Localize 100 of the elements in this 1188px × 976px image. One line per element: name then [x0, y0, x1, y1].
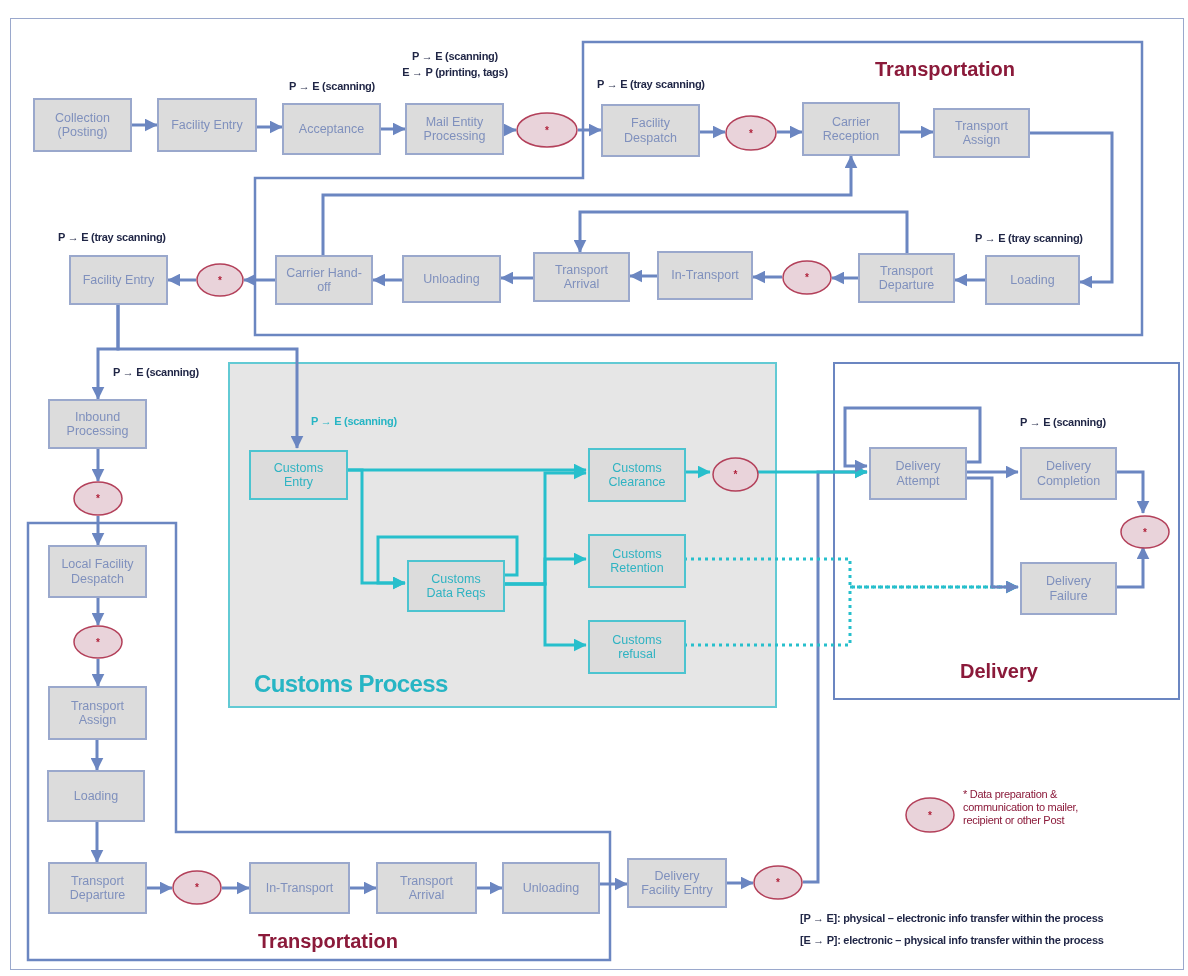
arrow	[91, 598, 105, 626]
data-exchange-ellipse: *	[782, 260, 832, 295]
process-box: Loading	[47, 770, 145, 822]
arrow	[91, 516, 105, 546]
annotation-label: E → P (printing, tags)	[401, 66, 509, 80]
arrow	[965, 465, 1019, 479]
arrow	[573, 210, 909, 253]
arrow	[503, 582, 587, 652]
process-box: In-Transport	[657, 251, 753, 300]
process-box: Delivery Completion	[1020, 447, 1117, 500]
arrow	[1030, 131, 1114, 289]
note-text: [E → P]: electronic – physical info transfer within the process	[800, 933, 1104, 948]
process-box: Delivery Attempt	[869, 447, 967, 500]
process-box: Unloading	[502, 862, 600, 914]
process-box: Facility Entry	[157, 98, 257, 152]
process-box: Loading	[985, 255, 1080, 305]
process-box: Customs Entry	[249, 450, 348, 500]
arrow	[965, 476, 1019, 594]
process-box: Collection (Posting)	[33, 98, 132, 152]
arrow	[1115, 470, 1150, 514]
process-box: Customs Data Reqs	[407, 560, 505, 612]
process-box: Transport Departure	[48, 862, 147, 914]
process-box: Transport Departure	[858, 253, 955, 303]
annotation-label: P → E (scanning)	[113, 366, 200, 380]
arrow	[954, 273, 985, 287]
arrow	[503, 123, 517, 137]
process-box: Transport Assign	[48, 686, 147, 740]
data-exchange-ellipse: *	[712, 457, 759, 492]
process-box: Transport Arrival	[376, 862, 477, 914]
annotation-label: P → E (scanning)	[1020, 416, 1107, 430]
process-box: Local Facility Despatch	[48, 545, 147, 598]
arrow	[843, 406, 982, 473]
arrow	[600, 877, 628, 891]
data-exchange-ellipse: *	[905, 797, 955, 833]
annotation-label: P → E (scanning)	[288, 80, 376, 94]
arrow	[376, 535, 519, 590]
data-exchange-ellipse: *	[753, 865, 803, 900]
data-exchange-ellipse: *	[516, 112, 578, 148]
process-box: Carrier Hand-off	[275, 255, 373, 305]
process-box: Mail Entity Processing	[405, 103, 504, 155]
data-exchange-ellipse: *	[73, 625, 123, 659]
arrow	[578, 123, 602, 137]
arrow	[831, 271, 858, 285]
arrow	[321, 155, 858, 255]
data-exchange-ellipse: *	[196, 263, 244, 297]
zone-title: Transportation	[875, 57, 1015, 82]
process-box: Customs Retention	[588, 534, 686, 588]
data-exchange-ellipse: *	[172, 870, 222, 905]
arrow	[147, 881, 173, 895]
annotation-label: P → E (scanning)	[411, 50, 499, 64]
process-box: In-Transport	[249, 862, 350, 914]
annotation-label: * Data preparation & communication to mailer, recipient or other Post	[963, 788, 1080, 828]
arrow	[477, 881, 503, 895]
arrow	[629, 269, 657, 283]
arrow	[91, 659, 105, 687]
arrow	[500, 271, 533, 285]
process-box: Delivery Facility Entry	[627, 858, 727, 908]
arrow	[167, 273, 196, 287]
process-box: Transport Arrival	[533, 252, 630, 302]
process-box: Customs refusal	[588, 620, 686, 674]
data-exchange-ellipse: *	[73, 481, 123, 516]
note-text: [P → E]: physical – electronic info transfer within the process	[800, 911, 1104, 926]
arrow	[727, 876, 754, 890]
arrow	[90, 822, 104, 863]
zone-title: Delivery	[960, 659, 1038, 684]
process-box: Unloading	[402, 255, 501, 303]
arrow	[777, 125, 803, 139]
arrow	[700, 125, 726, 139]
delivery-zone	[833, 362, 1180, 700]
arrow	[684, 465, 711, 479]
process-box: Facility Entry	[69, 255, 168, 305]
arrow	[91, 449, 105, 482]
annotation-label: P → E (scanning)	[311, 415, 398, 429]
arrow	[372, 273, 402, 287]
customs-zone	[228, 362, 777, 708]
arrow	[350, 881, 377, 895]
process-box: Facility Despatch	[601, 104, 700, 157]
arrow	[222, 881, 250, 895]
arrow	[116, 305, 304, 449]
process-box: Transport Assign	[933, 108, 1030, 158]
arrow	[900, 125, 934, 139]
process-box: Customs Clearance	[588, 448, 686, 502]
zone-title: Transportation	[258, 929, 398, 954]
zone-title: Customs Process	[254, 669, 448, 699]
process-box: Delivery Failure	[1020, 562, 1117, 615]
arrow	[752, 270, 782, 284]
arrow	[243, 273, 275, 287]
arrow	[381, 122, 406, 136]
annotation-label: P → E (tray scanning)	[58, 231, 167, 245]
process-box: Carrier Reception	[802, 102, 900, 156]
data-exchange-ellipse: *	[1120, 515, 1170, 549]
process-box: Inbound Processing	[48, 399, 147, 449]
arrow	[1115, 546, 1150, 589]
arrow	[90, 740, 104, 771]
annotation-label: P → E (tray scanning)	[975, 232, 1084, 246]
arrow	[257, 120, 283, 134]
annotation-label: P → E (tray scanning)	[597, 78, 706, 92]
process-box: Acceptance	[282, 103, 381, 155]
data-exchange-ellipse: *	[725, 115, 777, 151]
arrow	[132, 118, 158, 132]
